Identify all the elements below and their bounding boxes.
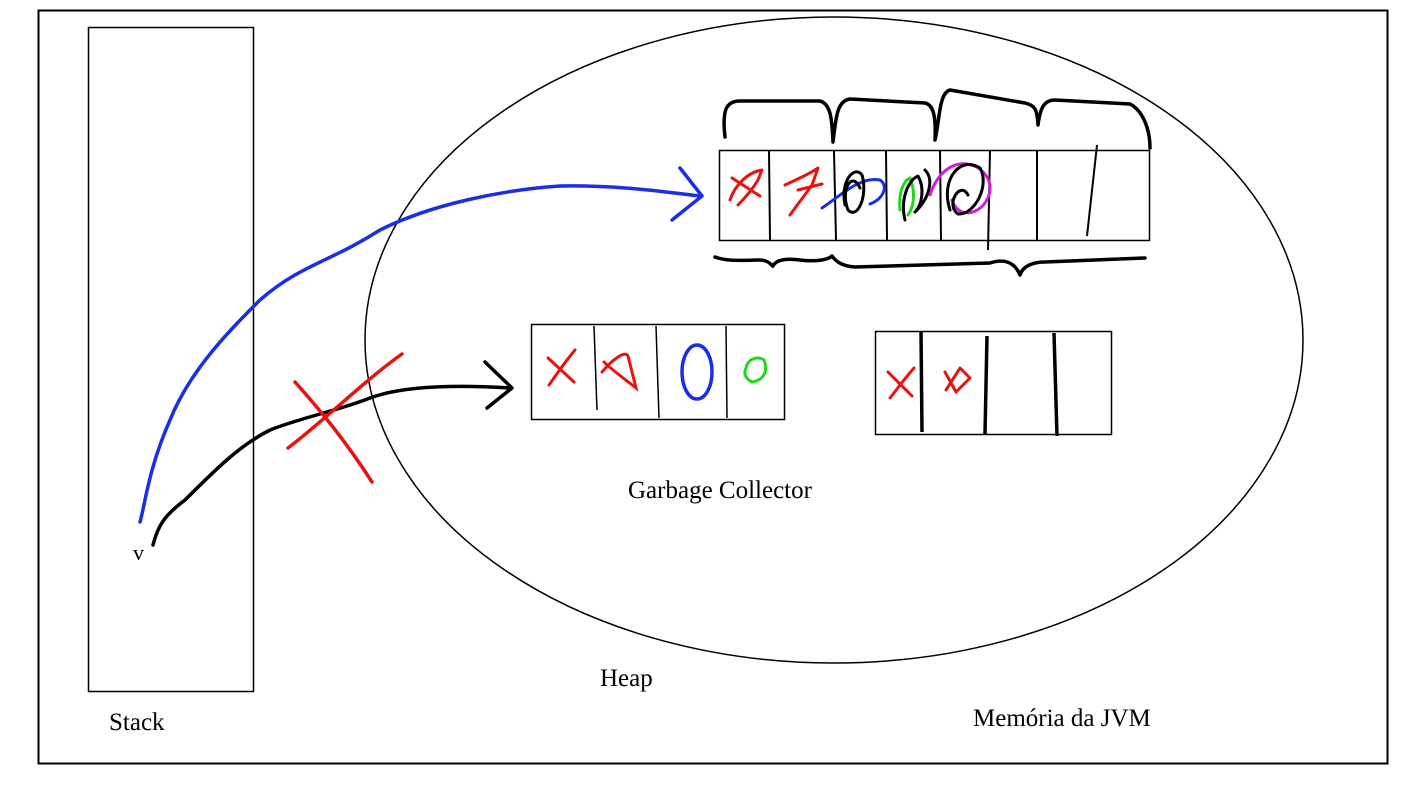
bottom-brackets [713,254,1147,277]
large-array [718,144,1151,251]
black-reference-arrow [151,360,514,547]
heap-ellipse [364,16,1304,664]
blue-reference-arrow [138,166,704,524]
large-array-dividers [768,144,1098,251]
stack-label: Stack [109,709,165,736]
heap-label: Heap [600,665,653,692]
large-array-scribbles [728,162,992,222]
jvm-memory-label: Memória da JVM [973,705,1151,732]
red-cross-mark [286,352,404,484]
small-array-left [530,323,786,421]
jvm-memory-frame [37,9,1389,765]
garbage-collector-label: Garbage Collector [628,477,812,504]
small-array-right [874,330,1113,437]
variable-label: v [133,540,144,565]
top-brackets [722,88,1152,150]
stack-box [87,26,255,693]
